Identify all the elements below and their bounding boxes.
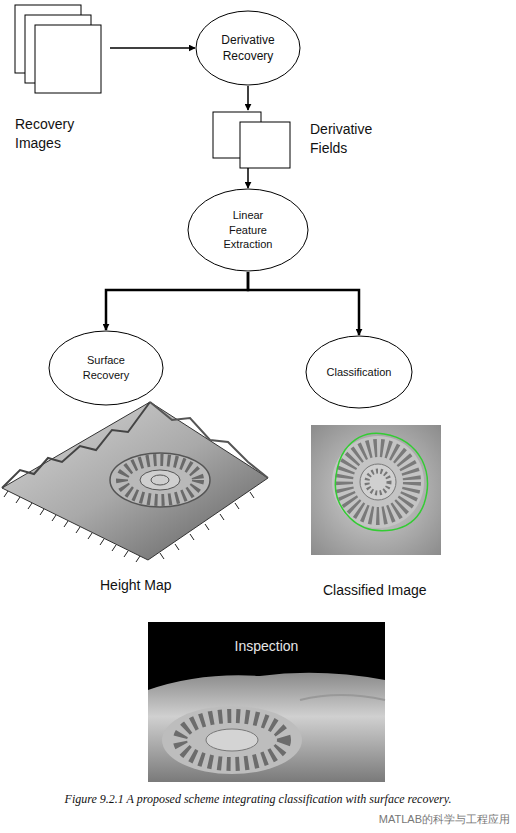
ellipse-outline [48,330,164,406]
image-sheet [35,25,101,93]
node-text: Derivative Fields [310,120,390,158]
flow-arrow [247,168,249,188]
ellipse-outline [195,10,301,86]
flow-arrow [248,272,359,335]
text-holder: Derivative Recovery [195,10,301,86]
process-ellipse: Derivative Recovery [195,10,301,86]
node-text: Surface Recovery [75,353,137,383]
process-ellipse: Linear Feature Extraction [187,188,309,272]
flow-arrow [110,47,195,49]
flow-arrow [106,272,248,330]
field-sheet [240,122,290,168]
figure-caption: Figure 9.2.1 A proposed scheme integrati… [6,792,510,807]
image-stack: Derivative Fields [210,110,390,168]
text-holder: Derivative Fields [310,120,390,158]
height-map-illustration [2,402,268,562]
process-ellipse: Surface Recovery [48,330,164,406]
text-holder: Recovery Images [15,115,105,153]
process-ellipse: Classification [305,335,413,409]
node-text: Linear Feature Extraction [216,208,280,253]
image-label: Classified Image [323,582,427,598]
image-label: Height Map [100,577,172,593]
ellipse-shape [306,336,412,408]
image-stack-outline [10,5,110,155]
text-holder: Surface Recovery [48,330,164,406]
ellipse-shape [49,331,163,405]
inspection-illustration [148,622,385,782]
image-stack-outline [210,110,390,168]
ellipse-shape [196,11,300,85]
node-text: Recovery Images [15,115,105,153]
classified-image-illustration [311,425,441,555]
flow-arrow [247,86,249,110]
node-text: Classification [317,365,401,380]
overlay-label: Inspection [148,638,385,654]
text-holder: Linear Feature Extraction [187,188,309,272]
ellipse-shape [188,189,308,271]
image-stack: Recovery Images [10,5,110,155]
text-holder: Classification [305,335,413,409]
watermark: MATLAB的科学与工程应用 [300,812,510,827]
node-text: Derivative Recovery [213,32,283,64]
